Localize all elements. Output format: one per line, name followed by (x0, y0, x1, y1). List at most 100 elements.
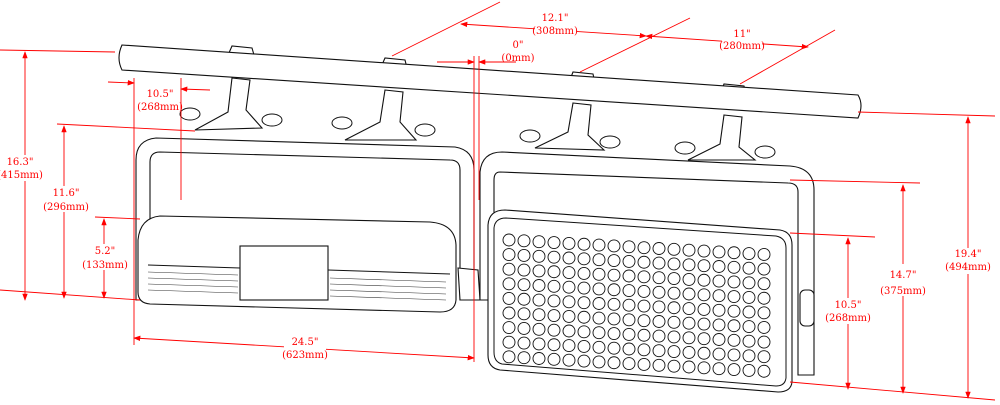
dimension-labels: 12.1" (308mm) 11" (280mm) 0" (0mm) 10.5"… (0, 10, 991, 361)
panel-bezel (493, 217, 787, 387)
led-lens (547, 294, 561, 308)
led-lens (667, 286, 681, 300)
led-lens (592, 238, 606, 252)
right-yoke (479, 151, 815, 376)
led-lens (532, 322, 546, 336)
led-lens (577, 325, 591, 339)
led-lens (742, 320, 756, 334)
led-lens (622, 284, 636, 298)
dim-total-height-left-mm: (415mm) (0, 170, 43, 181)
led-lens (622, 269, 636, 283)
led-lens (502, 262, 516, 276)
led-lens (592, 267, 606, 281)
led-lens (637, 343, 651, 357)
led-lens (637, 241, 651, 255)
led-lens (517, 322, 531, 335)
led-lens (712, 303, 726, 317)
led-lens (727, 319, 741, 333)
led-lens (727, 348, 741, 362)
led-lens (607, 341, 621, 355)
led-lens (727, 290, 741, 303)
led-lens (712, 333, 726, 346)
left-fixture-side-view (135, 137, 481, 313)
led-lens (607, 268, 621, 282)
led-lens (502, 306, 516, 320)
led-lens (697, 303, 711, 316)
led-lens (727, 363, 741, 376)
led-lens (592, 297, 606, 310)
led-lens (667, 257, 681, 271)
led-lens (517, 307, 531, 321)
dim-yoke-height-right-inch: 14.7" (890, 270, 917, 281)
vent-line (327, 269, 451, 275)
led-lens (652, 344, 666, 358)
led-lens (607, 327, 621, 340)
dim-depth-mm: (133mm) (82, 260, 128, 271)
led-lens (667, 242, 681, 256)
led-lens (562, 324, 576, 338)
led-lens (502, 350, 516, 364)
dim-total-width-mm: (623mm) (282, 350, 328, 361)
led-lens (682, 302, 696, 316)
led-lens (652, 300, 666, 314)
led-lens (532, 264, 546, 278)
led-lens (517, 248, 531, 262)
led-lens (622, 313, 636, 327)
led-lens (757, 262, 771, 276)
truss-pipe (118, 44, 862, 119)
led-lens (592, 311, 606, 325)
dim-gap-mm: (0mm) (501, 53, 534, 64)
led-lens (502, 277, 516, 291)
led-lens (502, 321, 516, 335)
dim-fixture-height-inch: 10.5" (835, 300, 862, 311)
led-lens (682, 360, 696, 374)
led-lens (667, 359, 681, 373)
led-lens (622, 357, 636, 371)
led-lens (517, 351, 531, 365)
led-lens (562, 353, 576, 367)
led-lens (562, 266, 576, 280)
dim-gap-inch: 0" (513, 40, 524, 51)
led-lens (682, 331, 696, 345)
led-lens (637, 299, 651, 313)
left-rear-panel (239, 245, 329, 301)
dim-total-width-inch: 24.5" (292, 337, 319, 348)
led-lens (607, 283, 621, 297)
led-lens (622, 342, 636, 356)
led-lens (607, 297, 621, 311)
led-lens (607, 356, 621, 370)
led-lens (547, 250, 561, 264)
led-lens (742, 349, 756, 363)
led-lens (757, 291, 771, 305)
led-lens (667, 345, 681, 358)
led-lens (637, 255, 651, 269)
dim-yoke-height-left-inch: 11.6" (53, 188, 80, 199)
led-lens (532, 308, 546, 322)
led-lens (712, 289, 726, 303)
led-lens (652, 256, 666, 270)
led-lens (757, 306, 771, 320)
led-lens (547, 323, 561, 337)
led-lens (727, 333, 741, 347)
led-lens (577, 281, 591, 295)
led-lens (562, 251, 576, 265)
led-lens (547, 352, 561, 366)
left-yoke (135, 137, 475, 301)
led-lens (592, 282, 606, 296)
side-knob (457, 267, 481, 301)
clamps (179, 45, 776, 161)
side-knob-right (799, 289, 815, 327)
led-lens (742, 305, 756, 319)
led-lens (607, 239, 621, 253)
hanger (194, 77, 264, 131)
led-lens (697, 346, 711, 360)
led-lens (757, 247, 771, 261)
led-lens (517, 292, 531, 306)
led-lens (712, 274, 726, 288)
led-lens (562, 295, 576, 309)
led-lens (637, 270, 651, 284)
led-lens (667, 315, 681, 329)
hanger (344, 89, 418, 141)
led-lens (712, 362, 726, 376)
led-lens (742, 276, 756, 290)
